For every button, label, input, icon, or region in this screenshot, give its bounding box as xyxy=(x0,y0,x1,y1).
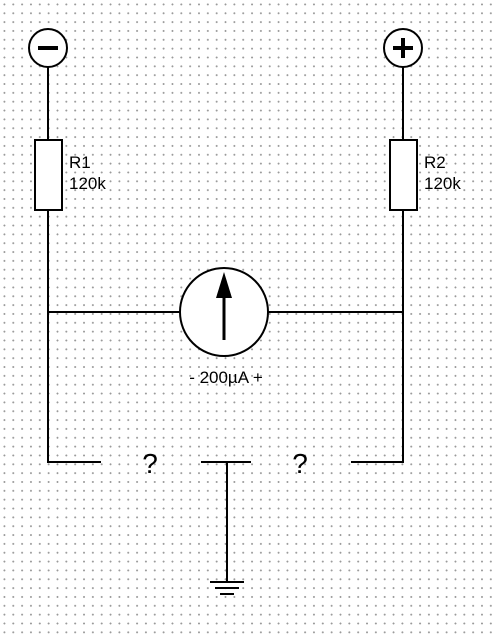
r1-ref-label: R1 xyxy=(69,153,91,172)
r2-value-label: 120k xyxy=(424,174,461,193)
unknown-part-right: ? xyxy=(292,448,308,479)
r2-ref-label: R2 xyxy=(424,153,446,172)
plus-terminal-icon xyxy=(383,28,423,68)
resistor-r1 xyxy=(34,139,63,211)
minus-terminal-icon xyxy=(28,28,68,68)
r1-value-label: 120k xyxy=(69,174,106,193)
ground-icon xyxy=(210,581,244,595)
unknown-part-left: ? xyxy=(142,448,158,479)
resistor-r2 xyxy=(389,139,418,211)
meter-label: - 200µA + xyxy=(189,368,263,387)
meter-arrow-icon xyxy=(216,272,232,340)
